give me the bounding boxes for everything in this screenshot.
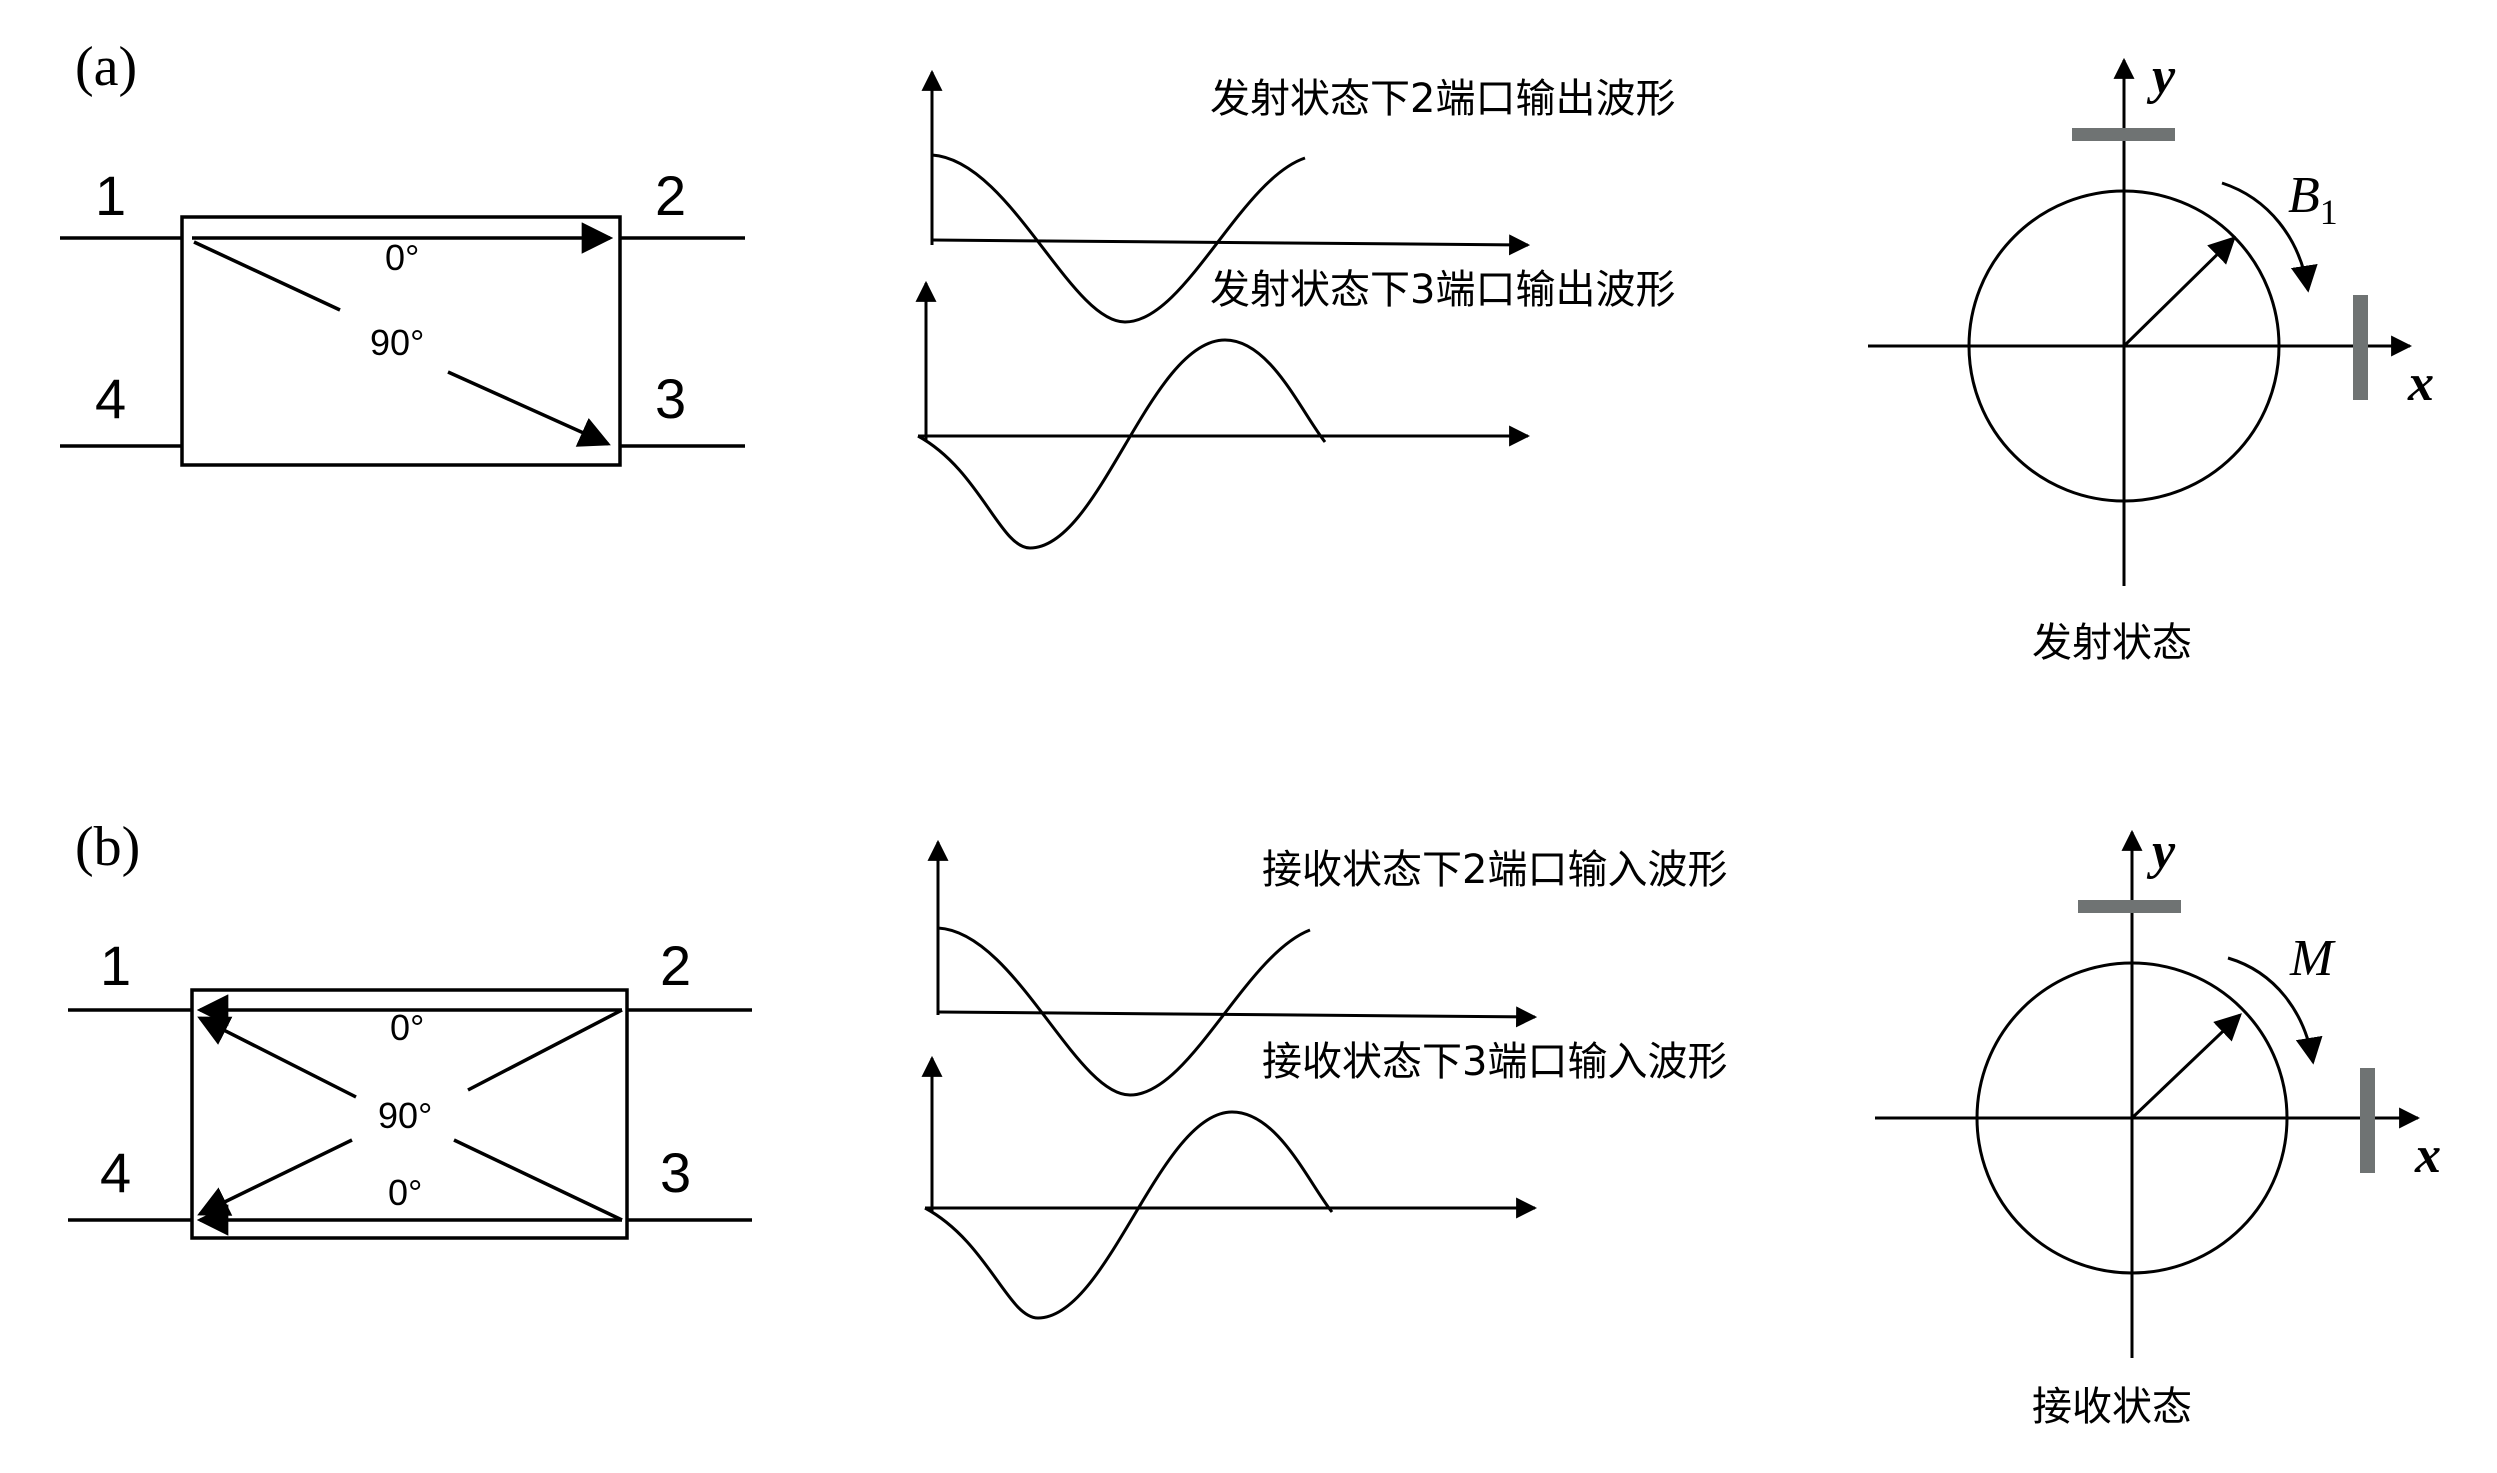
coupler-box-a — [180, 215, 622, 467]
coupler-box-b — [190, 988, 629, 1240]
rotating-field-a — [1868, 57, 2413, 586]
sensor-plate-x-a — [2353, 295, 2368, 400]
sensor-plate-y-a — [2072, 128, 2175, 141]
rotation-arrow-b — [2227, 956, 2323, 1065]
port-label-2-a: 2 — [655, 164, 686, 227]
coupler-a — [60, 215, 745, 467]
port-label-3-b: 3 — [660, 1141, 691, 1204]
phase-label-bottom-b: 0° — [388, 1172, 422, 1213]
field-vector-a — [2122, 236, 2236, 348]
field-y-label-a: y — [2146, 48, 2176, 105]
arrow-cross-a-seg2 — [447, 370, 611, 447]
port-label-3-a: 3 — [655, 367, 686, 430]
waveform-x-axis-port2-a — [931, 234, 1531, 256]
field-x-label-a: x — [2407, 355, 2434, 412]
phase-label-cross-b: 90° — [378, 1095, 432, 1136]
port-label-4-b: 4 — [100, 1141, 131, 1204]
port-label-2-b: 2 — [660, 934, 691, 997]
coupler-b — [68, 988, 752, 1240]
waveform-caption-port3-a: 发射状态下3端口输出波形 — [1210, 267, 1675, 313]
sensor-plate-x-b — [2360, 1068, 2375, 1173]
rotating-field-b — [1875, 829, 2421, 1358]
waveform-chart-port2-b — [927, 839, 1538, 1097]
panel-a: (a) 1 2 3 4 0° 90° 发射状态下2端口输出波形 — [60, 36, 2434, 666]
waveform-curve-port3-b — [924, 1110, 1334, 1320]
port-label-1-a: 1 — [95, 164, 126, 227]
arrow-cross-3to4-seg2 — [197, 1138, 353, 1216]
field-vector-label-a: B1 — [2288, 167, 2338, 232]
waveform-caption-port2-a: 发射状态下2端口输出波形 — [1210, 76, 1675, 122]
arrow-cross-2to1-seg2 — [197, 1016, 357, 1099]
sensor-plate-y-b — [2078, 900, 2181, 913]
field-circle-b — [1975, 961, 2289, 1275]
field-vector-symbol-a: B — [2288, 167, 2320, 224]
arrow-cross-3to4-seg1 — [453, 1138, 623, 1222]
waveform-x-axis-port2-b — [937, 1006, 1538, 1028]
panel-b-label: (b) — [75, 816, 140, 878]
field-caption-a: 发射状态 — [2032, 620, 2192, 666]
rotation-arrow-a — [2221, 181, 2318, 293]
phase-label-cross-a: 90° — [370, 322, 424, 363]
arrow-cross-2to1-seg1 — [467, 1008, 623, 1092]
waveform-chart-port2-a — [921, 69, 1531, 324]
waveform-caption-port2-b: 接收状态下2端口输入波形 — [1262, 847, 1727, 893]
panel-a-label: (a) — [75, 36, 137, 98]
waveform-chart-port3-b — [921, 1055, 1538, 1320]
field-vector-b — [2130, 1013, 2242, 1120]
field-y-label-b: y — [2146, 823, 2176, 880]
waveform-curve-port2-a — [931, 153, 1306, 324]
waveform-chart-port3-a — [915, 280, 1531, 550]
waveform-curve-port2-b — [937, 926, 1311, 1097]
arrow-cross-a-seg1 — [193, 240, 341, 312]
field-vector-label-b: M — [2289, 930, 2336, 987]
waveform-caption-port3-b: 接收状态下3端口输入波形 — [1262, 1039, 1727, 1085]
field-vector-subscript-a: 1 — [2320, 192, 2338, 232]
port-label-4-a: 4 — [95, 367, 126, 430]
port-label-1-b: 1 — [100, 934, 131, 997]
phase-label-straight-a: 0° — [385, 237, 419, 278]
field-caption-b: 接收状态 — [2032, 1384, 2192, 1430]
field-x-label-b: x — [2414, 1127, 2441, 1184]
phase-label-top-b: 0° — [390, 1007, 424, 1048]
panel-b: (b) 1 2 3 4 0° 90° 0° 接收状态下2端口输入波形 — [68, 816, 2441, 1430]
waveform-curve-port3-a — [917, 338, 1327, 550]
field-circle-a — [1967, 189, 2281, 503]
